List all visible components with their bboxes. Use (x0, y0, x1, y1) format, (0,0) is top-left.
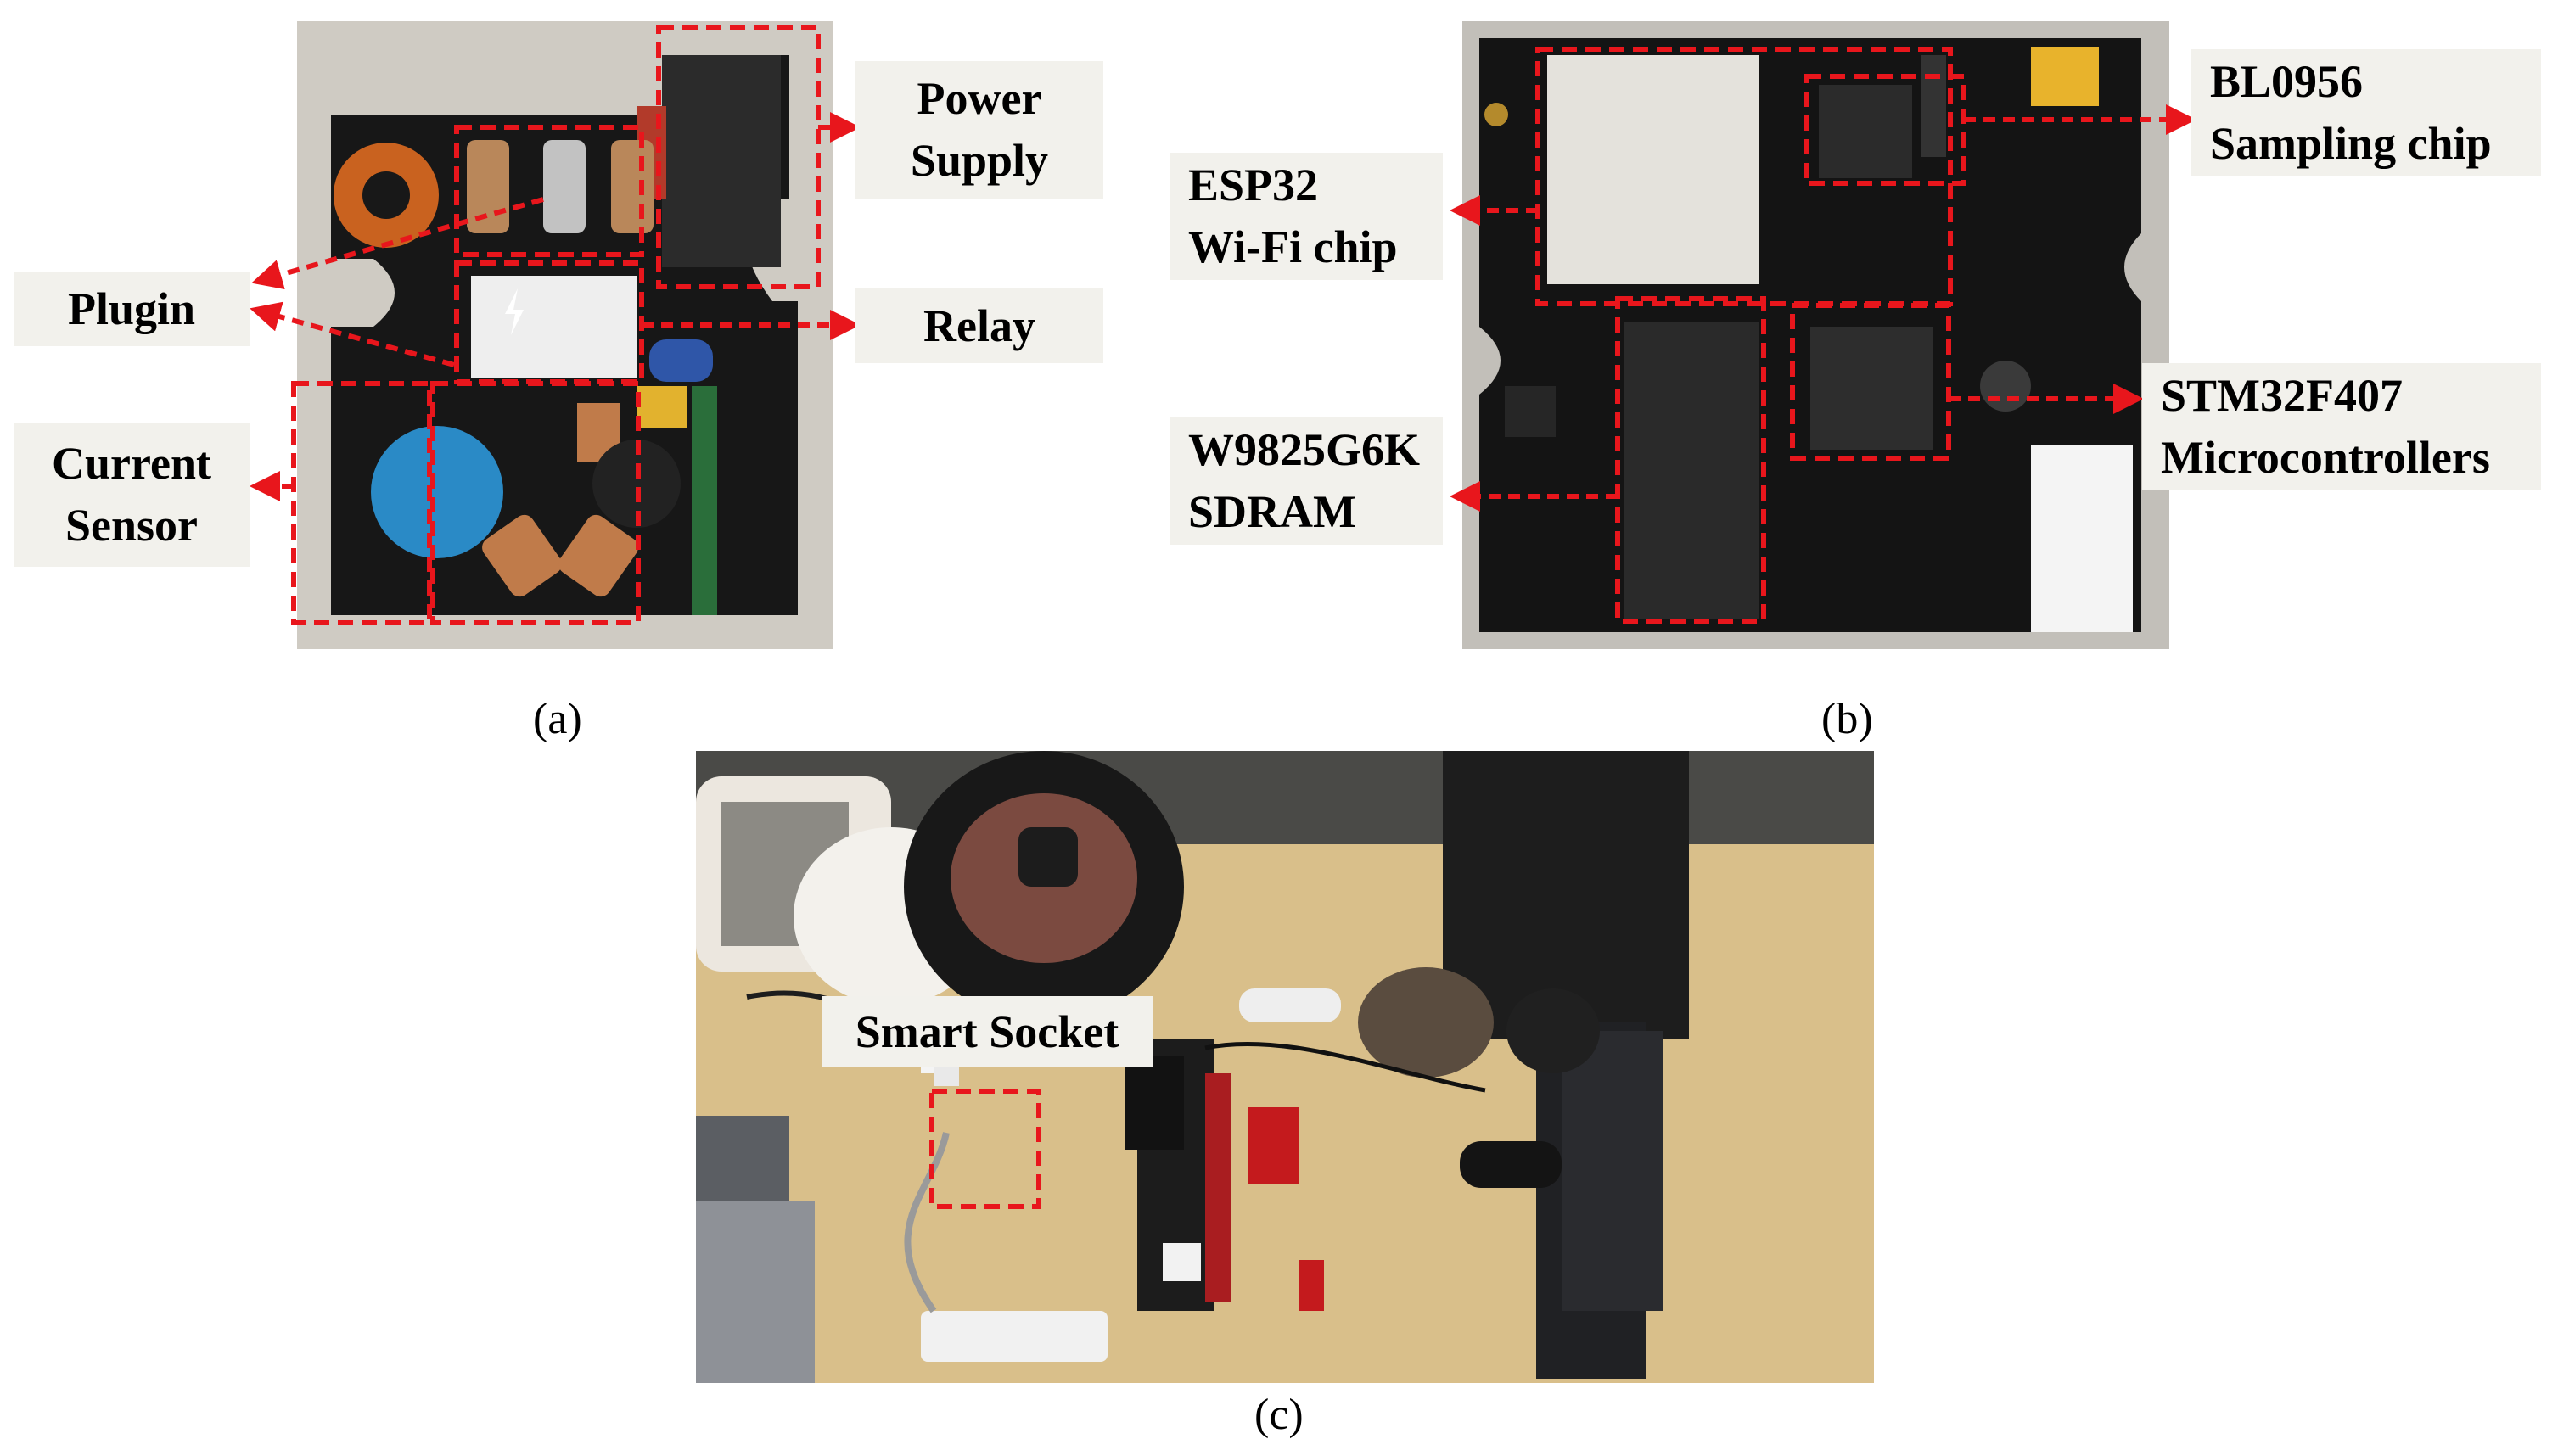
box-plugin (454, 125, 644, 257)
panel-b-photo (1462, 21, 2169, 649)
label-relay: Relay (855, 288, 1103, 363)
label-smart-socket-text: Smart Socket (855, 1005, 1119, 1057)
caption-a: (a) (533, 695, 582, 743)
label-current-sensor-line2: Sensor (65, 500, 198, 551)
box-stm32 (1790, 303, 1951, 461)
label-plugin: Plugin (14, 272, 250, 346)
label-bl0956-line2: Sampling chip (2210, 118, 2492, 169)
box-current-sensor (291, 381, 432, 625)
label-sdram: W9825G6K SDRAM (1170, 417, 1443, 545)
box-bl0956 (1804, 74, 1966, 186)
label-plugin-text: Plugin (67, 283, 196, 334)
label-esp32-line1: ESP32 (1188, 160, 1319, 211)
box-relay (454, 260, 644, 384)
arrow-plugin-1 (251, 197, 544, 290)
label-power-supply-line1: Power (917, 73, 1042, 125)
label-esp32-line2: Wi-Fi chip (1188, 221, 1398, 272)
box-sdram (1615, 296, 1766, 624)
label-power-supply-line2: Supply (910, 135, 1049, 186)
label-smart-socket: Smart Socket (822, 996, 1153, 1067)
label-bl0956: BL0956 Sampling chip (2191, 49, 2541, 176)
caption-c: (c) (1254, 1391, 1304, 1439)
label-sdram-line2: SDRAM (1188, 486, 1356, 537)
panel-c-photo (696, 751, 1874, 1383)
caption-b: (b) (1821, 695, 1873, 743)
box-power-supply (656, 25, 821, 289)
arrow-plugin-2 (250, 301, 455, 367)
label-power-supply: Power Supply (855, 61, 1103, 199)
label-bl0956-line1: BL0956 (2210, 56, 2364, 108)
box-lower-board (430, 381, 641, 625)
label-sdram-line1: W9825G6K (1188, 424, 1421, 476)
box-smart-socket (929, 1089, 1041, 1209)
box-esp32 (1535, 47, 1953, 306)
label-current-sensor-line1: Current (52, 438, 211, 490)
label-current-sensor: Current Sensor (14, 423, 250, 567)
label-esp32: ESP32 Wi-Fi chip (1170, 153, 1443, 280)
label-stm32-line2: Microcontrollers (2161, 432, 2490, 483)
label-stm32-line1: STM32F407 (2161, 370, 2404, 422)
label-relay-text: Relay (923, 300, 1035, 351)
label-stm32: STM32F407 Microcontrollers (2142, 363, 2541, 490)
